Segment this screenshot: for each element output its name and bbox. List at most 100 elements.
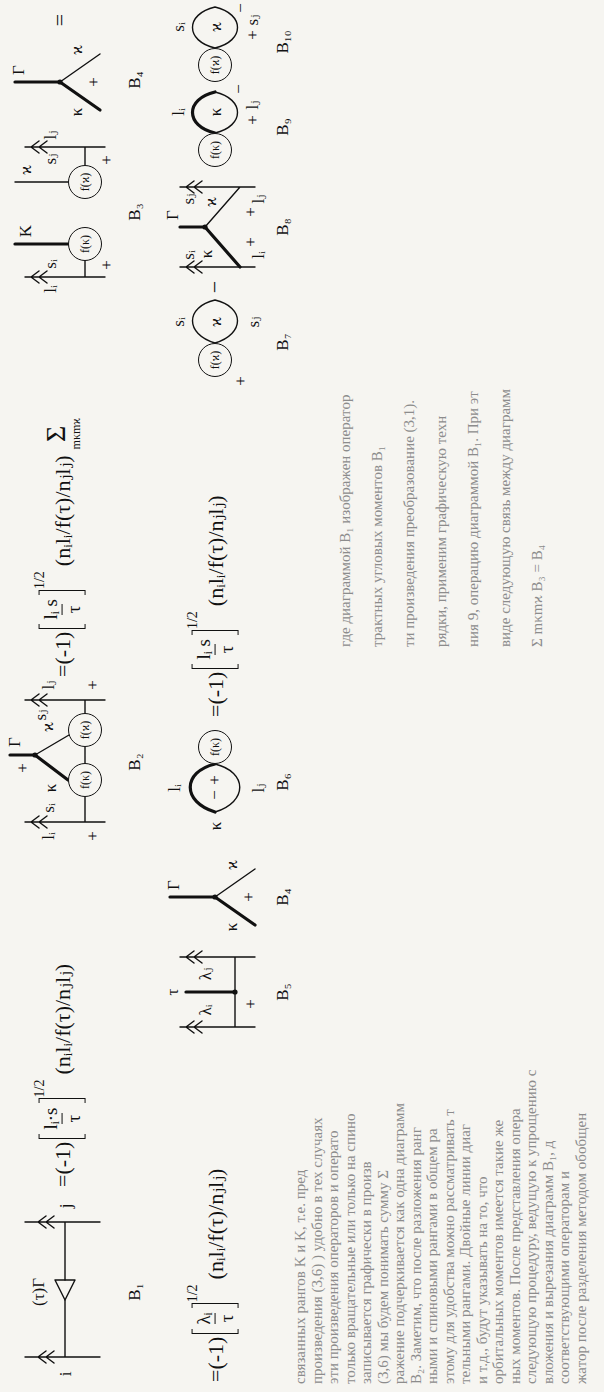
diagram-symbol: + xyxy=(84,680,101,690)
body-text: Σ mκmϰ B₃ = B₄ xyxy=(530,545,545,647)
diagram-symbol: − xyxy=(204,281,226,293)
diagram-symbol: lⱼ xyxy=(42,130,59,139)
body-text: (3,6) мы будем понимать сумму Σ xyxy=(375,1170,390,1384)
formula-term: =(-1) xyxy=(50,632,73,677)
body-text: трактных угловых моментов B₁ xyxy=(370,446,385,647)
diagram-symbol: κ xyxy=(198,250,215,259)
diagram-number: B₄ xyxy=(126,69,144,90)
diagram-symbol: + xyxy=(242,207,259,217)
bracket: λᵢτ xyxy=(192,1303,239,1333)
formula-term: =(-1) xyxy=(203,1337,226,1382)
bracket-gap xyxy=(236,635,239,664)
body-text: виде следующую связь между диаграмм xyxy=(498,389,513,647)
diagram-symbol: − xyxy=(230,84,247,94)
formula-term: τ xyxy=(215,644,237,656)
diagram-symbol: ϰ xyxy=(223,860,240,870)
diagram-symbol: + xyxy=(14,763,31,773)
diagram-symbol: Γ xyxy=(164,210,181,220)
body-text: ными и спиновыми рангами в общем ра xyxy=(425,1128,440,1384)
loop xyxy=(193,300,238,343)
formula-term: (nᵢlᵢ/f(τ)/nⱼlⱼ) xyxy=(50,455,73,566)
body-text: ражение подчеркивается как одна диаграмм xyxy=(392,1103,407,1384)
diagram-symbol: κ xyxy=(42,784,59,793)
diagram-symbol: + xyxy=(206,775,223,785)
body-text: рядки, применим графическую техн xyxy=(434,416,449,647)
diagram-symbol: sᵢ xyxy=(170,317,187,326)
formula-term: τ xyxy=(62,604,84,616)
formula-term: lᵢ·s xyxy=(41,1106,62,1132)
diagram-number: B₄ xyxy=(274,886,292,907)
formula-term: =(-1) xyxy=(203,672,226,717)
ket-lines xyxy=(15,141,105,283)
diagram-symbol: + xyxy=(242,999,259,1009)
diagram-symbol: = xyxy=(49,14,71,26)
formula-term: 1/2 xyxy=(33,571,48,589)
formula: =(-1)lᵢ sτ1/2(nᵢlᵢ/f(τ)/nⱼlⱼ)Σmκmϰ xyxy=(39,418,86,677)
diagram-number: B₂ xyxy=(126,751,144,772)
formula-term: Σ xyxy=(42,426,70,442)
formula-term: lᵢ s xyxy=(194,637,215,662)
ket-lines xyxy=(180,181,255,273)
body-text: ных моментов. После представления опера xyxy=(507,1108,522,1384)
diagram-symbol: + xyxy=(98,155,115,165)
formula-term: (nᵢlᵢ/f(τ)/nⱼlⱼ) xyxy=(50,964,73,1075)
formula-term: (nᵢlᵢ/f(τ)/nⱼlⱼ) xyxy=(203,495,226,606)
body-text: ти произведения преобразование (3,1). xyxy=(402,400,417,647)
diagram-symbol: + xyxy=(244,115,261,125)
vertex-circle: f(ϰ) xyxy=(68,165,102,199)
diagram-symbol: sᵢ xyxy=(170,22,187,31)
diagram-symbol: ϰ xyxy=(17,165,34,175)
vertex-text: f(ϰ) xyxy=(79,173,91,192)
diagram-symbol: lᵢ xyxy=(166,784,183,792)
formula-term: 1/2 xyxy=(33,1080,48,1098)
vertex-text: f(κ) xyxy=(209,141,221,159)
body-text: B₂. Заметим, что после разложения ранг xyxy=(408,1127,423,1384)
body-text: эти произведения операторов и операто xyxy=(326,1131,341,1384)
formula-term: 1/2 xyxy=(186,611,201,629)
body-text: и т.д., будут указывать на то, что xyxy=(474,1176,489,1384)
diagram-number: B₁₀ xyxy=(274,28,292,55)
diagram-symbol: lⱼ xyxy=(40,680,57,689)
body-text: тельными рангами. Двойные линии диаг xyxy=(458,1124,473,1384)
diagram-symbol: ϰ xyxy=(207,22,224,32)
body-text: вложения и вырезания диаграмм B₁, д xyxy=(540,1141,555,1384)
ket-lines xyxy=(180,951,255,1033)
ket-lines xyxy=(25,694,105,828)
vertex xyxy=(57,79,62,84)
diagram-symbol: τ xyxy=(164,989,181,996)
diagram-symbol: sⱼ xyxy=(245,316,262,327)
diagram-symbol: i xyxy=(57,1372,74,1377)
formula-term: =(-1) xyxy=(50,1142,73,1187)
vertex-circle: f(κ) xyxy=(68,763,102,797)
body-text: жатор после разделения методом обобщен xyxy=(573,1113,588,1384)
formula-term: lᵢ s xyxy=(41,597,62,622)
thick-line xyxy=(186,990,235,993)
diagram-symbol: sᵢ xyxy=(180,250,197,259)
diagram-symbol: ϰ xyxy=(207,317,224,327)
vertex xyxy=(32,752,37,757)
operator-triangle xyxy=(55,1280,75,1300)
vertex-text: f(κ) xyxy=(209,738,221,756)
diagram-symbol: κ xyxy=(223,923,240,932)
diagram-symbol: + xyxy=(232,376,249,386)
diagram-symbol: λᵢ xyxy=(197,1004,214,1015)
diagram-number: B₁ xyxy=(126,1281,144,1302)
vertex xyxy=(202,224,207,229)
diagram-lines xyxy=(10,7,255,1363)
body-text: записывается графически в произв xyxy=(359,1161,374,1384)
body-text: только вращательные или только на спино xyxy=(342,1113,357,1384)
diagram-symbol: + xyxy=(242,237,259,247)
formula-term: (nᵢlᵢ/f(τ)/nⱼlⱼ) xyxy=(203,1169,226,1280)
body-text: орбитальных моментов имеется такие же xyxy=(491,1120,506,1384)
diagram-symbol: K xyxy=(17,225,34,237)
formula-term: τ xyxy=(215,1313,237,1325)
formula-term: τ xyxy=(62,1113,84,1125)
diagram-number: B₃ xyxy=(126,201,144,222)
thick-line xyxy=(180,227,240,267)
formula-term: mκmϰ xyxy=(70,418,82,449)
diagram-symbol: sᵢ xyxy=(42,259,59,268)
diagram-symbol: sⱼ xyxy=(180,193,197,204)
diagram-symbol: (τ)Γ xyxy=(30,1278,47,1306)
diagram-symbol: lⱼ xyxy=(250,194,267,203)
